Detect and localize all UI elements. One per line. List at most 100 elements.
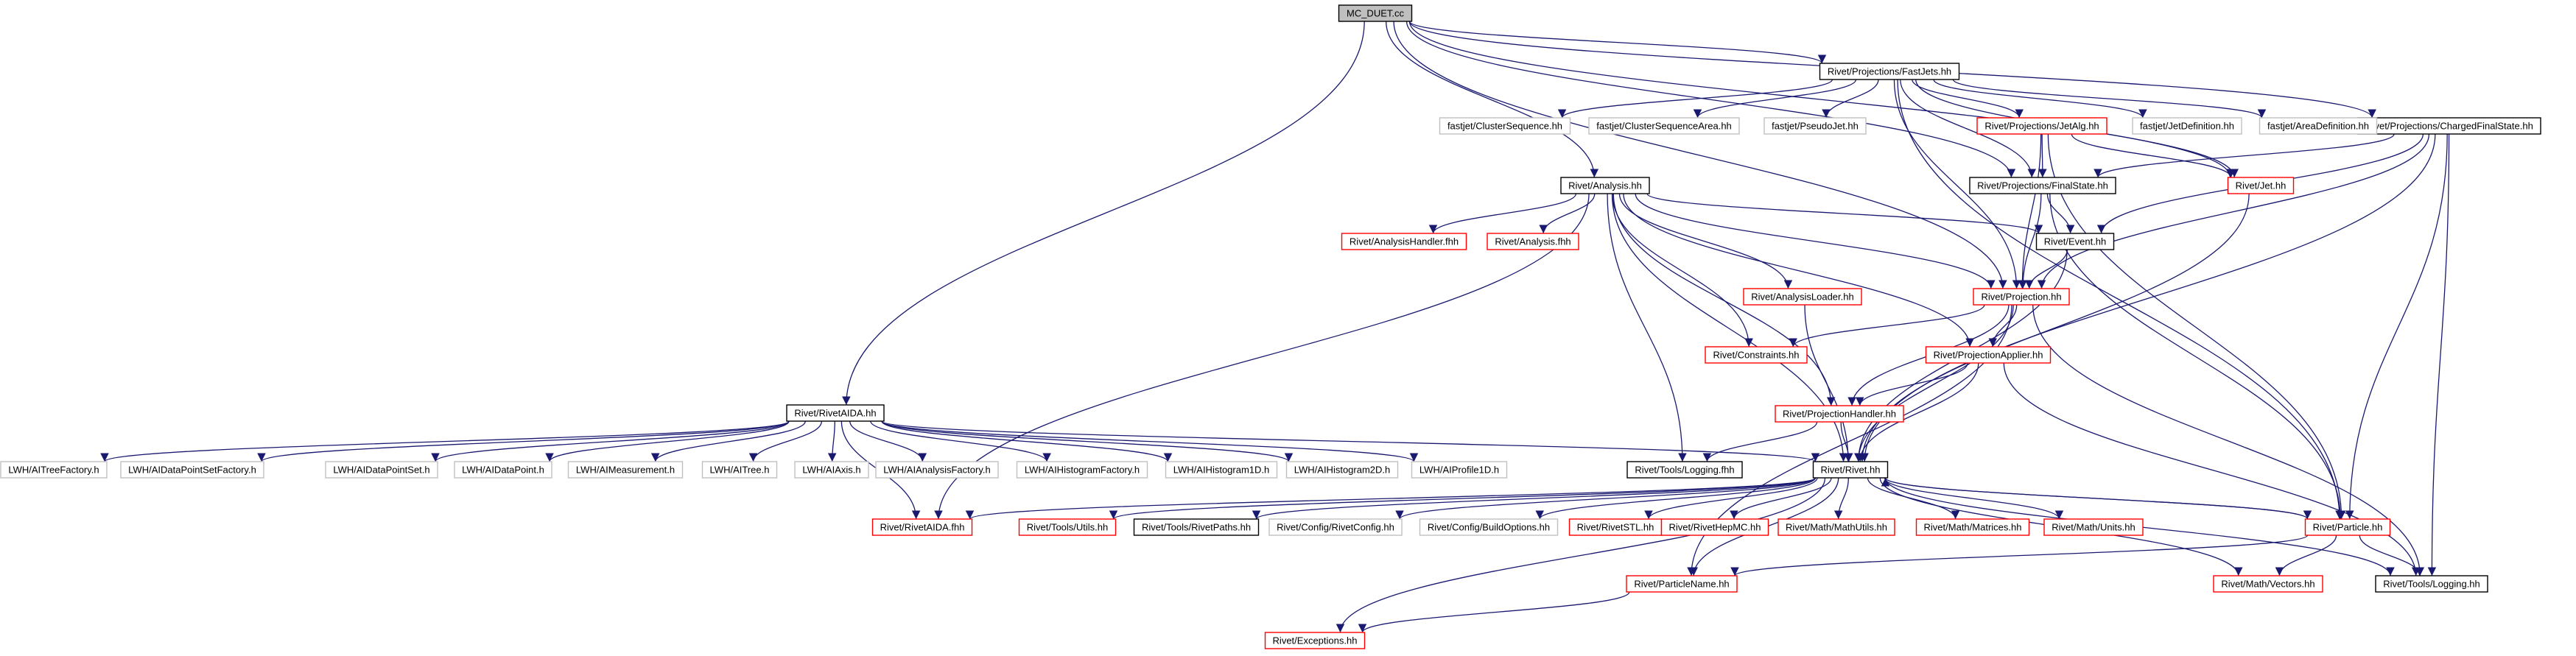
node-clusterseqarea[interactable]: fastjet/ClusterSequenceArea.hh [1588, 117, 1740, 135]
node-rivetstl[interactable]: Rivet/RivetSTL.hh [1568, 518, 1663, 536]
node-rivethepmc[interactable]: Rivet/RivetHepMC.hh [1660, 518, 1769, 536]
node-aitreefactory[interactable]: LWH/AITreeFactory.h [0, 461, 108, 479]
node-jetdef[interactable]: fastjet/JetDefinition.hh [2132, 117, 2242, 135]
node-label: Rivet/Config/BuildOptions.hh [1428, 522, 1550, 533]
node-toolslogfhh[interactable]: Rivet/Tools/Logging.fhh [1626, 461, 1743, 479]
node-label: fastjet/ClusterSequence.hh [1447, 121, 1562, 132]
node-label: Rivet/RivetAIDA.fhh [880, 522, 965, 533]
edge-rivet-to-rivetconfig [1395, 477, 1817, 520]
node-box [2259, 117, 2378, 135]
node-box [2304, 518, 2391, 536]
node-event[interactable]: Rivet/Event.hh [2035, 233, 2115, 250]
node-label: MC_DUET.cc [1347, 8, 1405, 19]
node-mc_duet[interactable]: MC_DUET.cc [1338, 4, 1413, 22]
node-areadef[interactable]: fastjet/AreaDefinition.hh [2259, 117, 2378, 135]
node-projapplier[interactable]: Rivet/ProjectionApplier.hh [1925, 346, 2052, 364]
node-clusterseq[interactable]: fastjet/ClusterSequence.hh [1439, 117, 1571, 135]
node-box [1969, 177, 2116, 194]
node-aimeas[interactable]: LWH/AIMeasurement.h [567, 461, 684, 479]
node-jetalg[interactable]: Rivet/Projections/JetAlg.hh [1976, 117, 2108, 135]
node-analysishandler[interactable]: Rivet/AnalysisHandler.fhh [1341, 233, 1467, 250]
node-buildoptions[interactable]: Rivet/Config/BuildOptions.hh [1419, 518, 1559, 536]
edge-projection-to-toolslogging [2032, 304, 2425, 576]
node-box [794, 461, 869, 479]
node-fastjets[interactable]: Rivet/Projections/FastJets.hh [1819, 63, 1960, 80]
edge-fastjets-to-clusterseqarea [1693, 79, 1857, 119]
node-label: Rivet/Tools/RivetPaths.hh [1142, 522, 1251, 533]
node-particle[interactable]: Rivet/Particle.hh [2304, 518, 2391, 536]
node-vectors[interactable]: Rivet/Math/Vectors.hh [2213, 575, 2323, 593]
edge-analysisloader-to-rivet [1804, 304, 1853, 462]
node-box [2132, 117, 2242, 135]
node-box [1743, 288, 1862, 306]
edge-rivetaida-to-aidpsfactory [257, 420, 790, 462]
node-label: Rivet/AnalysisLoader.hh [1751, 292, 1853, 303]
node-rivetpaths[interactable]: Rivet/Tools/RivetPaths.hh [1133, 518, 1260, 536]
edge-rivetaida-to-aihistfactory [870, 420, 1051, 462]
node-matrices[interactable]: Rivet/Math/Matrices.hh [1915, 518, 2030, 536]
node-aihist2d[interactable]: LWH/AIHistogram2D.h [1285, 461, 1399, 479]
node-rivetaida[interactable]: Rivet/RivetAIDA.hh [786, 404, 885, 422]
node-aihistfactory[interactable]: LWH/AIHistogramFactory.h [1016, 461, 1148, 479]
edge-event-to-projection [2024, 249, 2068, 289]
node-finalstate[interactable]: Rivet/Projections/FinalState.hh [1969, 177, 2116, 194]
node-label: Rivet/Math/Matrices.hh [1924, 522, 2022, 533]
node-exceptions[interactable]: Rivet/Exceptions.hh [1264, 632, 1366, 649]
node-mathutils[interactable]: Rivet/Math/MathUtils.hh [1777, 518, 1895, 536]
node-chargedfs[interactable]: Rivet/Projections/ChargedFinalState.hh [2357, 117, 2541, 135]
node-box [1411, 461, 1508, 479]
edge-rivet-to-rivethepmc [1730, 477, 1832, 520]
node-aidpsfactory[interactable]: LWH/AIDataPointSetFactory.h [120, 461, 264, 479]
node-label: Rivet/Event.hh [2044, 236, 2107, 247]
edge-rivet-to-rivetstl [1644, 477, 1818, 520]
node-label: LWH/AIHistogram2D.h [1294, 465, 1391, 476]
edge-chargedfs-to-finalstate [2094, 133, 2395, 178]
node-label: Rivet/Particle.hh [2313, 522, 2383, 533]
node-box [1165, 461, 1278, 479]
edge-projapplier-to-rivet [1856, 362, 1979, 462]
node-box [1973, 288, 2070, 306]
node-label: Rivet/Projections/FinalState.hh [1977, 180, 2108, 191]
node-jet[interactable]: Rivet/Jet.hh [2227, 177, 2295, 194]
node-analysis[interactable]: Rivet/Analysis.hh [1560, 177, 1650, 194]
node-box [1626, 461, 1743, 479]
node-label: fastjet/PseudoJet.hh [1772, 121, 1859, 132]
node-label: fastjet/ClusterSequenceArea.hh [1596, 121, 1732, 132]
node-toolsutils[interactable]: Rivet/Tools/Utils.hh [1018, 518, 1117, 536]
node-toolslogging[interactable]: Rivet/Tools/Logging.hh [2375, 575, 2488, 593]
edge-jetalg-to-finalstate [2038, 133, 2047, 178]
node-constraints[interactable]: Rivet/Constraints.hh [1705, 346, 1808, 364]
node-aiprofile1d[interactable]: LWH/AIProfile1D.h [1411, 461, 1508, 479]
node-label: Rivet/Tools/Logging.fhh [1635, 465, 1734, 476]
node-aitree[interactable]: LWH/AITree.h [701, 461, 778, 479]
node-units[interactable]: Rivet/Math/Units.hh [2043, 518, 2144, 536]
node-box [2213, 575, 2323, 593]
node-particlename[interactable]: Rivet/ParticleName.hh [1626, 575, 1738, 593]
node-rivetconfig[interactable]: Rivet/Config/RivetConfig.hh [1268, 518, 1403, 536]
node-projection[interactable]: Rivet/Projection.hh [1973, 288, 2070, 306]
node-aihist1d[interactable]: LWH/AIHistogram1D.h [1165, 461, 1278, 479]
edge-chargedfs-to-rivet [1860, 133, 2436, 462]
node-label: Rivet/RivetSTL.hh [1577, 522, 1654, 533]
edge-analysis-to-projhandler [1612, 193, 1836, 406]
node-label: Rivet/Analysis.fhh [1495, 236, 1570, 247]
node-rivetaidafhh[interactable]: Rivet/RivetAIDA.fhh [871, 518, 973, 536]
node-rivet[interactable]: Rivet/Rivet.hh [1812, 461, 1889, 479]
node-aidps[interactable]: LWH/AIDataPointSet.h [325, 461, 438, 479]
edge-rivetaida-to-aidps [431, 420, 790, 462]
edge-rivetaida-to-aihist2d [881, 420, 1294, 462]
edge-fastjets-to-pseudojet [1822, 79, 1879, 119]
node-analysisloader[interactable]: Rivet/AnalysisLoader.hh [1743, 288, 1862, 306]
node-aiaxis[interactable]: LWH/AIAxis.h [794, 461, 869, 479]
node-pseudojet[interactable]: fastjet/PseudoJet.hh [1763, 117, 1867, 135]
node-box [2035, 233, 2115, 250]
node-aidp[interactable]: LWH/AIDataPoint.h [454, 461, 552, 479]
node-analysisfhh[interactable]: Rivet/Analysis.fhh [1487, 233, 1579, 250]
node-aianafactory[interactable]: LWH/AIAnalysisFactory.h [875, 461, 999, 479]
node-box [1819, 63, 1960, 80]
node-projhandler[interactable]: Rivet/ProjectionHandler.hh [1775, 405, 1904, 423]
node-label: LWH/AIAnalysisFactory.h [883, 465, 990, 476]
node-label: LWH/AIMeasurement.h [576, 465, 675, 476]
edge-mc_duet-to-analysis [1386, 21, 1599, 178]
node-label: Rivet/Projections/JetAlg.hh [1984, 121, 2099, 132]
